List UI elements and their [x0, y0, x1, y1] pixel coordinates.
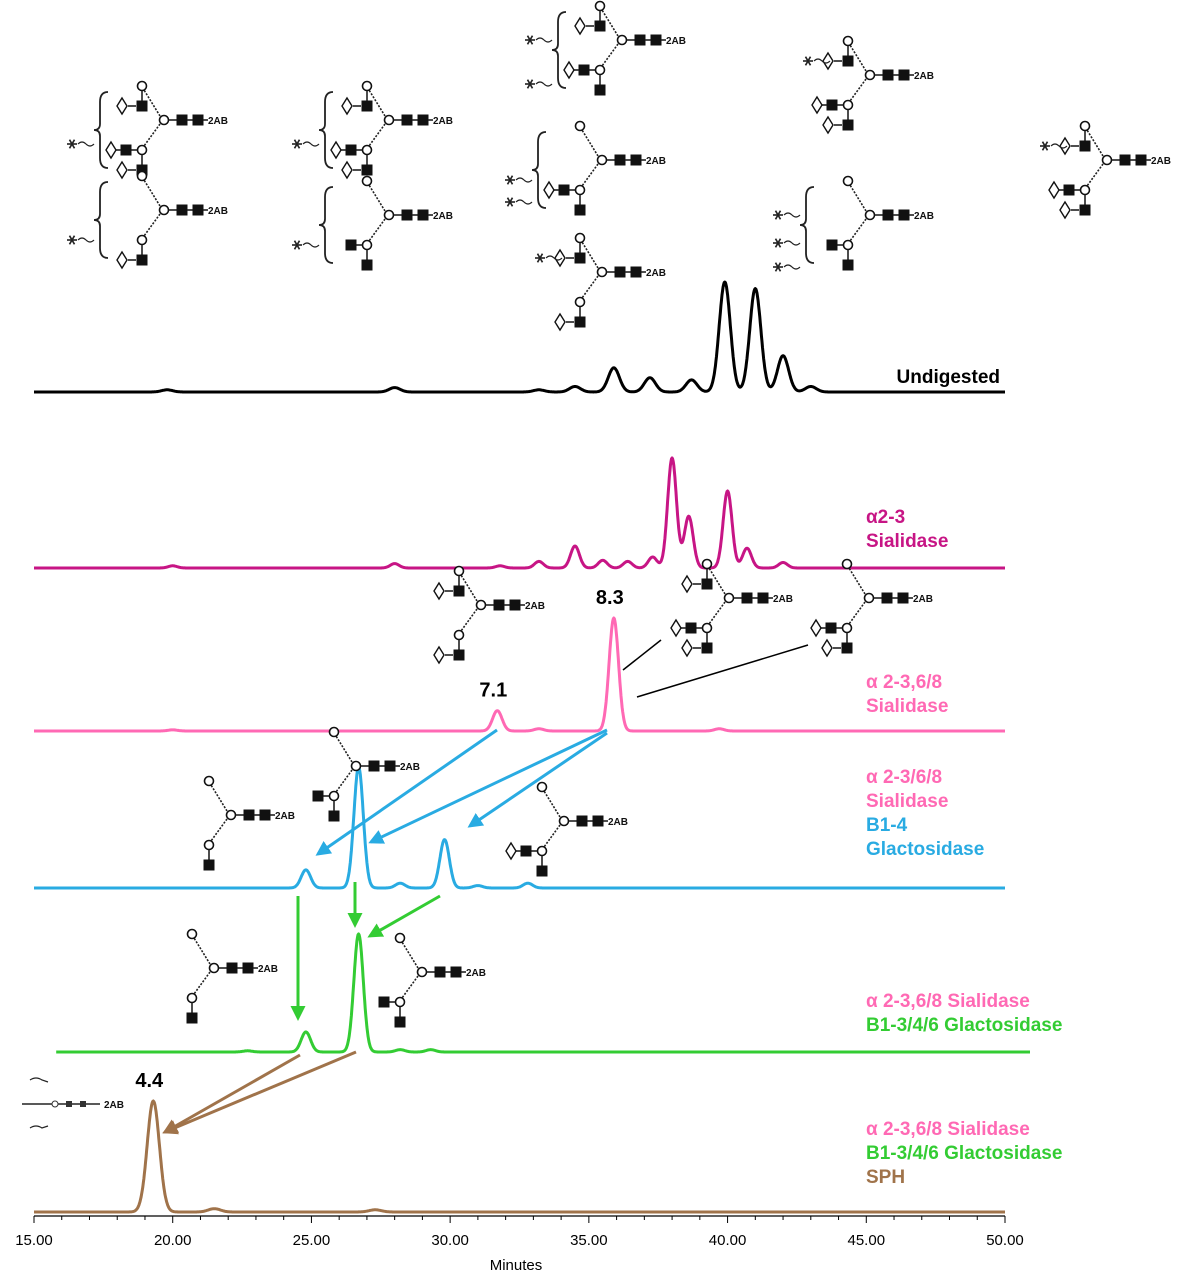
peak-label: 7.1	[479, 680, 507, 702]
x-tick-label: 35.00	[570, 1232, 608, 1249]
x-tick-label: 15.00	[15, 1232, 53, 1249]
svg-text:2AB: 2AB	[913, 594, 933, 605]
arrow-blue-1	[315, 728, 498, 856]
x-axis: 15.00 20.00 25.00 30.00 35.00 40.00 45.00 50.00…	[15, 1215, 1024, 1274]
glycan-structure: 2AB	[292, 175, 453, 271]
svg-text:2AB: 2AB	[104, 1100, 124, 1111]
transfer-arrows	[162, 639, 809, 1135]
svg-text:2AB: 2AB	[914, 211, 934, 222]
glycan-structures: 2AB 2AB 2AB 2AB 2AB 2AB 2AB 2AB 2AB 2AB 2AB 2AB 2AB 2…	[22, 0, 1171, 1129]
arrow-blue-3	[467, 731, 608, 828]
series-label-undigested: Undigested	[897, 367, 1000, 388]
arrow-blue-2	[368, 728, 608, 844]
peak-label: 4.4	[135, 1070, 164, 1092]
series-label-a2368: Sialidase	[866, 696, 948, 717]
svg-text:2AB: 2AB	[208, 116, 228, 127]
series-label-gal14: Sialidase	[866, 791, 948, 812]
glycan-structure: 2AB	[186, 928, 278, 1024]
svg-text:2AB: 2AB	[608, 817, 628, 828]
glycan-structure: 2AB	[773, 175, 934, 272]
glycan-structure: 2AB	[378, 932, 486, 1028]
svg-text:2AB: 2AB	[646, 156, 666, 167]
svg-text:2AB: 2AB	[466, 968, 486, 979]
glycan-structure: 2AB	[505, 120, 666, 216]
series-label-sph: SPH	[866, 1167, 905, 1188]
svg-text:2AB: 2AB	[646, 268, 666, 279]
trace-sph	[33, 1099, 1006, 1214]
x-tick-label: 20.00	[154, 1232, 192, 1249]
svg-text:2AB: 2AB	[666, 36, 686, 47]
svg-text:2AB: 2AB	[258, 964, 278, 975]
glycan-structure: 2AB	[312, 726, 420, 822]
glycan-structure: 2AB	[803, 35, 934, 135]
leader-line-1	[622, 639, 662, 671]
series-label-gal1346: α 2-3,6/8 Sialidase	[866, 991, 1030, 1012]
peak-label: 8.3	[596, 587, 624, 609]
svg-text:2AB: 2AB	[1151, 156, 1171, 167]
series-label-gal14: Glactosidase	[866, 839, 984, 860]
svg-text:2AB: 2AB	[275, 811, 295, 822]
series-label-a23: α2-3	[866, 507, 905, 528]
glycan-structure: 2AB	[433, 565, 545, 665]
x-tick-label: 30.00	[431, 1232, 469, 1249]
svg-text:2AB: 2AB	[773, 594, 793, 605]
svg-text:2AB: 2AB	[433, 116, 453, 127]
leader-line-2	[636, 644, 809, 698]
svg-text:2AB: 2AB	[433, 211, 453, 222]
arrow-brown-2	[162, 1050, 357, 1135]
series-label-sph: α 2-3,6/8 Sialidase	[866, 1119, 1030, 1140]
glycan-structure: 2AB	[670, 558, 793, 658]
arrow-brown-1	[162, 1053, 301, 1134]
x-tick-label: 40.00	[709, 1232, 747, 1249]
series-label-sph: B1-3/4/6 Glactosidase	[866, 1143, 1062, 1164]
x-axis-label: Minutes	[490, 1257, 543, 1274]
glycan-structure: 2AB	[1040, 120, 1171, 220]
x-axis-ticks: 15.00 20.00 25.00 30.00 35.00 40.00 45.00 50.00	[15, 1216, 1024, 1249]
glycan-structure: 2AB	[535, 232, 666, 332]
glycan-structure: 2AB	[67, 170, 228, 270]
glycan-structure-small: 2AB	[22, 1077, 124, 1129]
arrow-green-3	[367, 894, 441, 938]
glycan-structure: 2AB	[292, 80, 453, 180]
glycan-structure: 2AB	[810, 558, 933, 658]
traces-layer	[33, 280, 1031, 1214]
glycan-structure: 2AB	[505, 781, 628, 877]
trace-undigested	[33, 280, 1006, 394]
series-label-gal1346: B1-3/4/6 Glactosidase	[866, 1015, 1062, 1036]
trace-a23	[33, 456, 1006, 570]
glycan-structure: 2AB	[525, 0, 686, 96]
svg-text:2AB: 2AB	[914, 71, 934, 82]
series-label-a23: Sialidase	[866, 531, 948, 552]
glycan-structure: 2AB	[67, 80, 228, 180]
series-label-a2368: α 2-3,6/8	[866, 672, 942, 693]
x-tick-label: 25.00	[293, 1232, 331, 1249]
x-tick-label: 50.00	[986, 1232, 1024, 1249]
svg-text:2AB: 2AB	[400, 762, 420, 773]
trace-gal14	[33, 765, 1006, 890]
series-label-gal14: B1-4	[866, 815, 908, 836]
series-label-gal14: α 2-3/6/8	[866, 767, 942, 788]
trace-a2368	[33, 616, 1006, 733]
svg-text:2AB: 2AB	[208, 206, 228, 217]
svg-text:2AB: 2AB	[525, 601, 545, 612]
peak-labels-layer: 7.1 8.3 4.4	[135, 587, 623, 1092]
glycan-structure: 2AB	[203, 775, 295, 871]
trace-gal1346	[55, 932, 1031, 1054]
x-tick-label: 45.00	[848, 1232, 886, 1249]
